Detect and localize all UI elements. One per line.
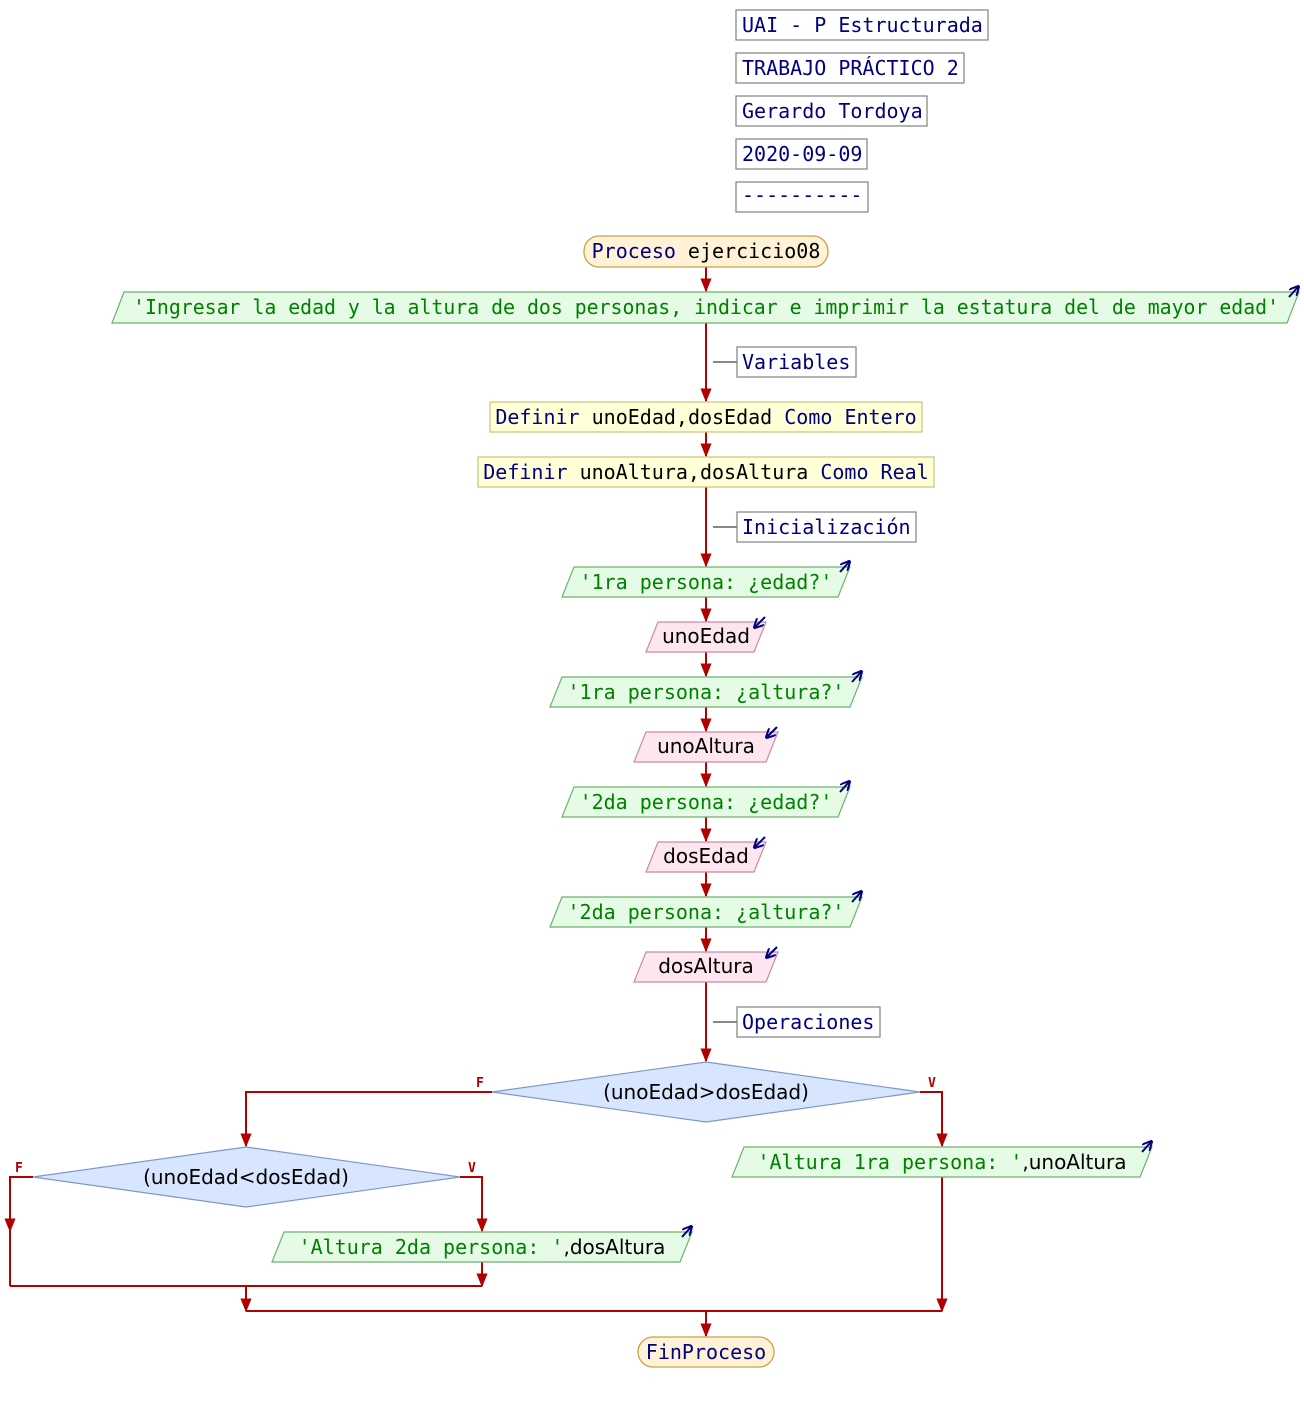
end-terminal: FinProceso bbox=[637, 1336, 775, 1368]
input-arrow-icon bbox=[767, 946, 778, 957]
header-note-text: 2020-09-09 bbox=[742, 142, 862, 166]
comment-init: Inicialización bbox=[713, 511, 917, 543]
result-string: 'Altura 2da persona: ' bbox=[299, 1235, 564, 1259]
decision-text: (unoEdad>dosEdad) bbox=[603, 1080, 809, 1104]
input-text: dosAltura bbox=[658, 954, 754, 978]
define-keyword: Definir bbox=[483, 460, 567, 484]
input-text: dosEdad bbox=[663, 844, 749, 868]
result-string: 'Altura 1ra persona: ' bbox=[757, 1150, 1022, 1174]
input-text: unoAltura bbox=[657, 734, 755, 758]
header-note-4: 2020-09-09 bbox=[735, 138, 868, 170]
comment-text: Inicialización bbox=[742, 515, 911, 539]
intro-output: 'Ingresar la edad y la altura de dos per… bbox=[111, 287, 1299, 324]
output-q1-altura: '1ra persona: ¿altura?' bbox=[549, 672, 862, 708]
header-note-1: UAI - P Estructurada bbox=[735, 9, 989, 41]
output-arrow-icon bbox=[851, 892, 861, 903]
process-name: ejercicio08 bbox=[688, 239, 820, 263]
header-note-5: ---------- bbox=[735, 181, 869, 213]
comment-variables: Variables bbox=[713, 346, 857, 378]
header-note-text: Gerardo Tordoya bbox=[742, 99, 923, 123]
header-note-2: TRABAJO PRÁCTICO 2 bbox=[735, 52, 965, 84]
comment-text: Variables bbox=[742, 350, 850, 374]
decision-text: (unoEdad<dosEdad) bbox=[143, 1165, 349, 1189]
input-arrow-icon bbox=[767, 726, 778, 737]
define-type: Como Entero bbox=[784, 405, 916, 429]
comment-ops: Operaciones bbox=[713, 1006, 881, 1038]
header-note-text: ---------- bbox=[742, 183, 862, 207]
output-arrow-icon bbox=[851, 672, 861, 683]
svg-text:'Altura 1ra persona: ',unoAltu: 'Altura 1ra persona: ',unoAltura bbox=[757, 1150, 1126, 1174]
define-vars: unoEdad,dosEdad bbox=[592, 405, 773, 429]
output-arrow-icon bbox=[1288, 287, 1298, 298]
define-keyword: Definir bbox=[495, 405, 579, 429]
output-arrow-icon bbox=[1141, 1142, 1151, 1153]
input-text: unoEdad bbox=[662, 624, 750, 648]
result-var: ,dosAltura bbox=[563, 1235, 665, 1259]
flow-lines bbox=[4, 267, 948, 1338]
output-dos-altura-result: 'Altura 2da persona: ',dosAltura bbox=[271, 1227, 692, 1263]
define-vars: unoAltura,dosAltura bbox=[580, 460, 809, 484]
start-terminal: Proceso ejercicio08 bbox=[583, 235, 829, 268]
end-keyword: FinProceso bbox=[646, 1340, 766, 1364]
svg-text:'Altura 2da persona: ',dosAltu: 'Altura 2da persona: ',dosAltura bbox=[299, 1235, 666, 1259]
false-label: F bbox=[476, 1076, 484, 1091]
define-type: Como Real bbox=[820, 460, 928, 484]
header-note-text: TRABAJO PRÁCTICO 2 bbox=[742, 56, 959, 80]
output-q2-altura: '2da persona: ¿altura?' bbox=[549, 892, 862, 928]
decision-inner: (unoEdad<dosEdad) F V bbox=[15, 1146, 476, 1208]
comment-text: Operaciones bbox=[742, 1010, 874, 1034]
output-q1-edad: '1ra persona: ¿edad?' bbox=[561, 562, 850, 598]
input-arrow-icon bbox=[755, 616, 766, 627]
process-keyword: Proceso bbox=[592, 239, 676, 263]
output-text: '2da persona: ¿altura?' bbox=[568, 900, 845, 924]
define-2: Definir unoAltura,dosAltura Como Real bbox=[477, 456, 935, 488]
output-arrow-icon bbox=[839, 562, 849, 573]
input-dos-altura: dosAltura bbox=[633, 946, 779, 983]
header-note-3: Gerardo Tordoya bbox=[735, 95, 928, 127]
intro-output-text: 'Ingresar la edad y la altura de dos per… bbox=[133, 295, 1279, 319]
input-uno-edad: unoEdad bbox=[645, 616, 767, 653]
result-var: ,unoAltura bbox=[1022, 1150, 1126, 1174]
output-uno-altura-result: 'Altura 1ra persona: ',unoAltura bbox=[731, 1142, 1152, 1178]
output-q2-edad: '2da persona: ¿edad?' bbox=[561, 782, 850, 818]
false-label: F bbox=[15, 1161, 23, 1176]
header-note-text: UAI - P Estructurada bbox=[742, 13, 983, 37]
true-label: V bbox=[928, 1076, 936, 1091]
output-text: '2da persona: ¿edad?' bbox=[580, 790, 833, 814]
input-uno-altura: unoAltura bbox=[633, 726, 779, 763]
input-dos-edad: dosEdad bbox=[645, 836, 767, 873]
output-arrow-icon bbox=[839, 782, 849, 793]
decision-outer: (unoEdad>dosEdad) F V bbox=[476, 1061, 936, 1123]
input-arrow-icon bbox=[755, 836, 766, 847]
define-1: Definir unoEdad,dosEdad Como Entero bbox=[489, 401, 923, 433]
true-label: V bbox=[468, 1161, 476, 1176]
output-text: '1ra persona: ¿edad?' bbox=[580, 570, 833, 594]
output-text: '1ra persona: ¿altura?' bbox=[568, 680, 845, 704]
output-arrow-icon bbox=[681, 1227, 691, 1238]
